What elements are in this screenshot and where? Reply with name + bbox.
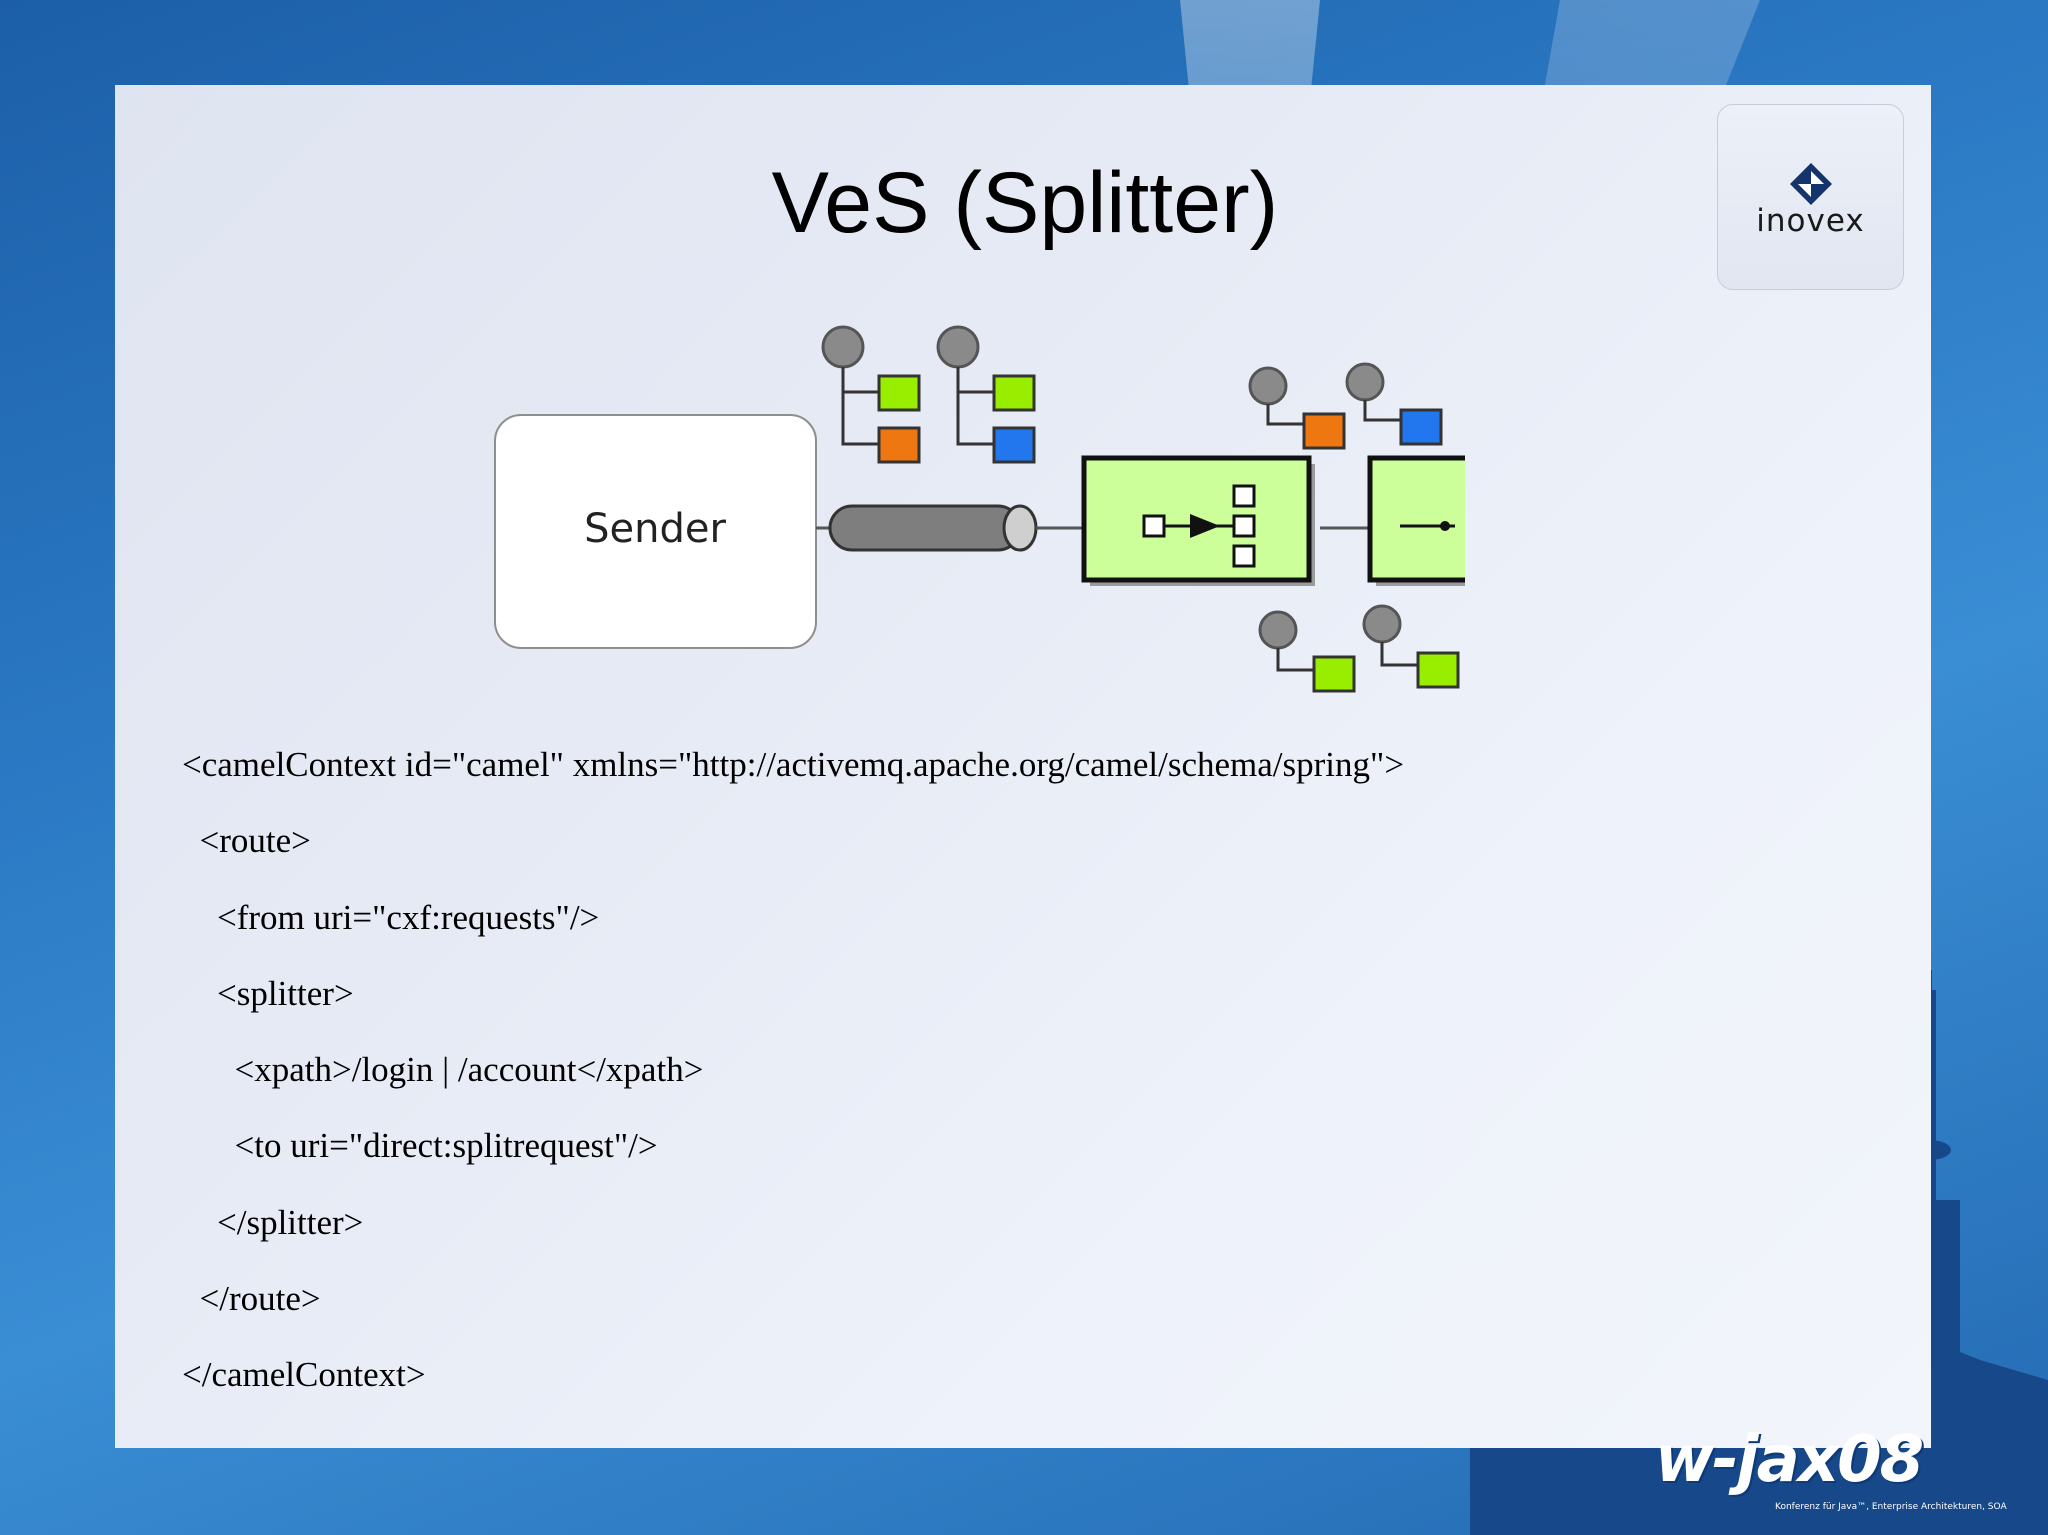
message-icon-group-2	[936, 325, 1036, 464]
code-listing: <camelContext id="camel" xmlns="http://a…	[182, 740, 1682, 1427]
sender-box	[494, 414, 817, 649]
code-line: </route>	[182, 1279, 321, 1319]
split-message-orange	[1248, 366, 1346, 450]
code-line: <to uri="direct:splitrequest"/>	[182, 1126, 658, 1166]
code-line: <xpath>/login | /account</xpath>	[182, 1050, 704, 1090]
conference-wordmark: w-jax08	[1655, 1423, 1924, 1497]
message-part-green	[877, 374, 921, 412]
code-line: <camelContext id="camel" xmlns="http://a…	[182, 745, 1405, 784]
code-line: <splitter>	[182, 973, 354, 1013]
slide-title: VeS (Splitter)	[771, 155, 1279, 251]
code-line: <from uri="cxf:requests"/>	[182, 897, 600, 937]
split-message-blue	[1345, 362, 1443, 446]
message-icon-group-1	[821, 325, 921, 464]
logo-wordmark: inovex	[1756, 203, 1865, 239]
code-line: </splitter>	[182, 1202, 364, 1242]
code-line: <route>	[182, 821, 311, 861]
conference-tagline: Konferenz für Java™, Enterprise Architek…	[1775, 1502, 2007, 1512]
code-line: </camelContext>	[182, 1355, 426, 1395]
diamond-logo-icon	[1790, 163, 1832, 205]
split-message-green-2	[1362, 604, 1460, 689]
splitter-box	[1081, 455, 1315, 586]
message-channel-pipe	[828, 504, 1038, 552]
sender-label: Sender	[584, 506, 726, 552]
message-part-blue	[992, 426, 1036, 464]
next-endpoint-box	[1367, 455, 1465, 586]
slide-panel	[115, 85, 1931, 1448]
message-part-green	[992, 374, 1036, 412]
message-part-orange	[877, 426, 921, 464]
splitter-diagram: Sender	[494, 325, 1465, 693]
split-message-green-1	[1258, 610, 1356, 693]
company-logo: inovex	[1717, 104, 1904, 290]
conference-logo: w-jax08 Konferenz für Java™, Enterprise …	[1655, 1423, 2007, 1512]
